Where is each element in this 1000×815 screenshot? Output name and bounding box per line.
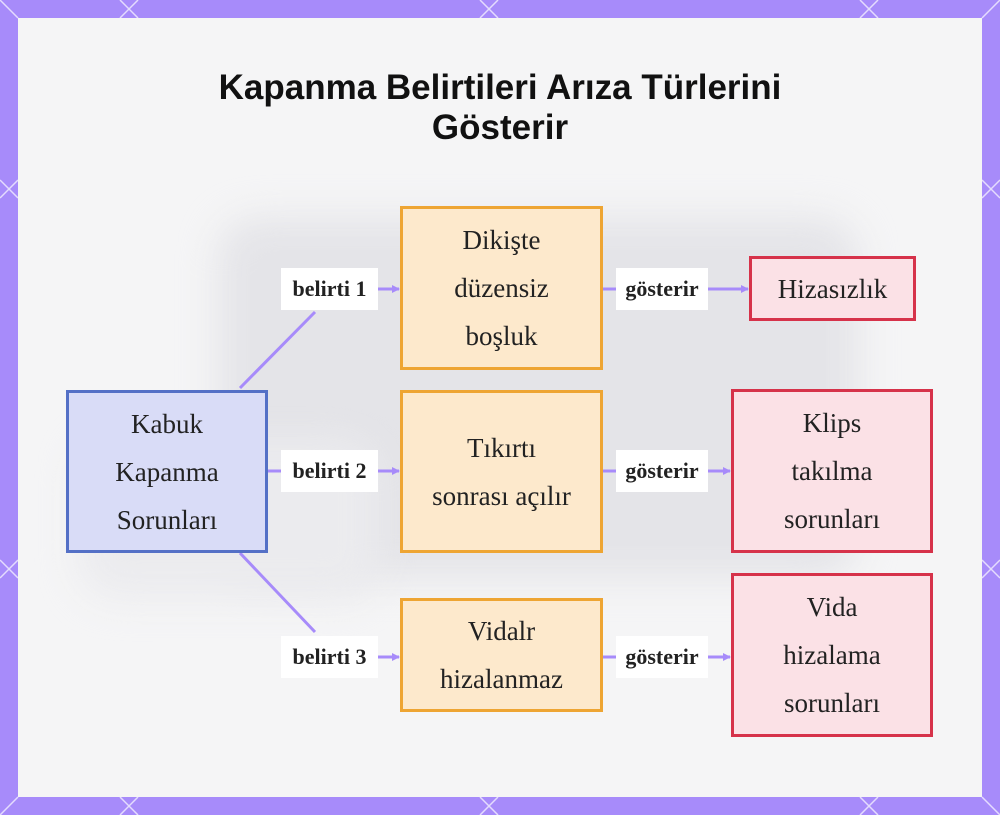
node-label-line: boşluk	[465, 321, 538, 351]
outcome-node-2: Klips takılma sorunları	[731, 389, 933, 553]
node-label-line: hizalanmaz	[440, 664, 563, 694]
node-label-line: Dikişte	[462, 225, 541, 255]
node-label-line: Kabuk	[131, 408, 203, 439]
node-label-line: Tıkırtı	[467, 432, 536, 463]
node-label-line: takılma	[791, 456, 873, 486]
symptom-node-2: Tıkırtı sonrası açılır	[400, 390, 603, 553]
edge-belirti-1	[238, 310, 317, 390]
edge-label-gosterir-3: gösterir	[616, 636, 708, 678]
symptom-node-1: Dikişte düzensiz boşluk	[400, 206, 603, 370]
edge-label-gosterir-1: gösterir	[616, 268, 708, 310]
edge-label-gosterir-2: gösterir	[616, 450, 708, 492]
title-line-2: Gösterir	[431, 108, 569, 147]
edge-label-belirti-3: belirti 3	[281, 636, 378, 678]
edge-label-belirti-2: belirti 2	[281, 450, 378, 492]
node-label-line: sonrası açılır	[432, 480, 571, 511]
root-node: Kabuk Kapanma Sorunları	[66, 390, 268, 553]
outcome-node-1: Hizasızlık	[749, 256, 916, 321]
node-label-line: Vidalr	[467, 616, 536, 646]
node-label-line: sorunları	[784, 504, 880, 534]
symptom-node-3: Vidalr hizalanmaz	[400, 598, 603, 712]
node-label-line: Hizasızlık	[777, 273, 888, 304]
node-label-line: hizalama	[783, 640, 881, 670]
node-label-line: sorunları	[784, 688, 880, 718]
outcome-node-3: Vida hizalama sorunları	[731, 573, 933, 737]
node-label-line: Klips	[802, 408, 862, 438]
title-line-1: Kapanma Belirtileri Arıza Türlerini	[218, 68, 782, 107]
node-label-line: düzensiz	[454, 273, 549, 303]
edge-belirti-3	[238, 551, 317, 634]
node-label-line: Sorunları	[116, 504, 218, 535]
node-label-line: Kapanma	[115, 456, 219, 487]
diagram-title: Kapanma Belirtileri Arıza Türlerini Göst…	[0, 68, 1000, 148]
edge-label-belirti-1: belirti 1	[281, 268, 378, 310]
node-label-line: Vida	[806, 592, 858, 622]
